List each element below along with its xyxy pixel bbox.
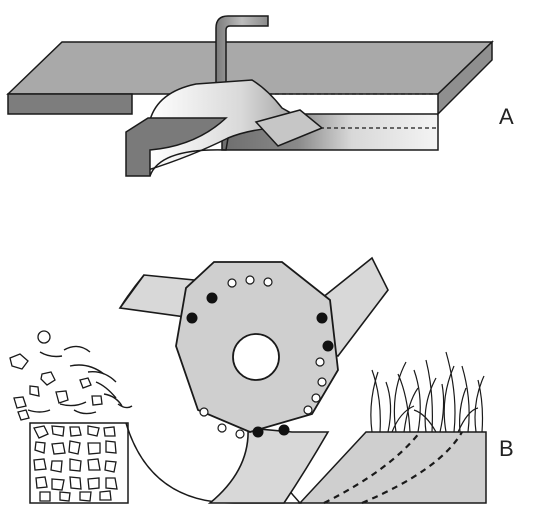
panel-b-illustration xyxy=(10,258,486,503)
grass-blades xyxy=(371,352,484,432)
rotor-hub xyxy=(233,334,279,380)
flying-soil-clods xyxy=(10,331,102,420)
panel-label-b: B xyxy=(499,436,514,462)
panel-label-a: A xyxy=(499,104,514,130)
tilled-soil-block xyxy=(30,423,128,503)
soil-slab-front-left xyxy=(8,94,132,114)
panel-a-illustration xyxy=(8,16,492,176)
untilled-sod-block xyxy=(300,432,486,503)
